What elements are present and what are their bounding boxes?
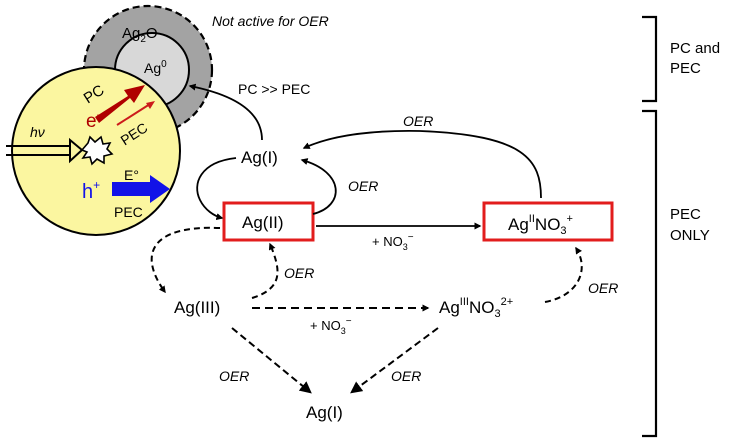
ag-i-top-node: Ag(I) xyxy=(241,148,278,167)
bracket-pc-and-pec xyxy=(642,15,658,103)
oer-dashed-up-label: OER xyxy=(284,265,314,281)
arrow-ag-ii-to-ag-iii xyxy=(150,226,221,294)
light-arrow xyxy=(6,137,84,164)
bracket-bottom-line1: PEC xyxy=(670,206,701,223)
bracket-bottom-line2: ONLY xyxy=(670,227,710,244)
arrow-ag-ii-no3-to-ag-i xyxy=(302,130,542,199)
arrow-ag-i-to-ag-ii xyxy=(196,157,237,221)
ag-iii-no3-node: AgIIINO32+ xyxy=(439,296,513,320)
electron-label: e− xyxy=(86,108,104,132)
oer-bottom-right-label: OER xyxy=(391,368,421,384)
ag-ii-no3-node: AgIINO3+ xyxy=(508,213,573,237)
pc-electron-arrow xyxy=(95,85,145,123)
hole-label: h+ xyxy=(82,178,100,203)
arrow-ag-ii-to-ag-i xyxy=(300,158,337,215)
not-active-note: Not active for OER xyxy=(212,13,329,29)
arrow-ag-iii-to-ag-i xyxy=(231,327,312,394)
bracket-pec-only xyxy=(642,109,658,438)
oer-right-label: OER xyxy=(588,280,618,296)
arrow-ag-iii-no3-to-ag-i xyxy=(350,327,439,394)
pc-vs-pec-label: PC >> PEC xyxy=(238,81,310,97)
excitation-burst-icon xyxy=(80,135,114,166)
pec-bottom-label: PEC xyxy=(114,204,143,220)
no3-upper-label: + NO3− xyxy=(372,232,414,252)
hole-arrow xyxy=(112,175,170,203)
arrow-ag-iii-to-ag-ii xyxy=(251,242,279,299)
ag-ii-node: Ag(II) xyxy=(242,213,284,232)
e-standard-label: E° xyxy=(124,167,139,183)
bracket-top-line1: PC and xyxy=(670,40,720,57)
no3-lower-label: + NO3− xyxy=(310,316,352,336)
ag2o-label: Ag2O xyxy=(122,25,158,45)
oer-top-label: OER xyxy=(403,113,433,129)
pec-electron-arrowhead xyxy=(146,101,155,109)
ag0-label: Ag0 xyxy=(144,59,167,76)
arrow-ag-i-to-ag2o xyxy=(188,83,263,141)
ag-ii-no3-box xyxy=(482,201,614,242)
ag-iii-node: Ag(III) xyxy=(174,298,220,317)
arrow-ag-iii-no3-to-ag-ii-no3 xyxy=(544,246,583,303)
bracket-top-line2: PEC xyxy=(670,60,701,77)
pec-electron-arrow xyxy=(116,103,151,126)
ag-i-bottom-node: Ag(I) xyxy=(306,403,343,422)
oer-inner-label: OER xyxy=(348,178,378,194)
hv-label: hν xyxy=(30,124,45,140)
ag-ii-box xyxy=(222,201,315,242)
oer-bottom-left-label: OER xyxy=(219,368,249,384)
